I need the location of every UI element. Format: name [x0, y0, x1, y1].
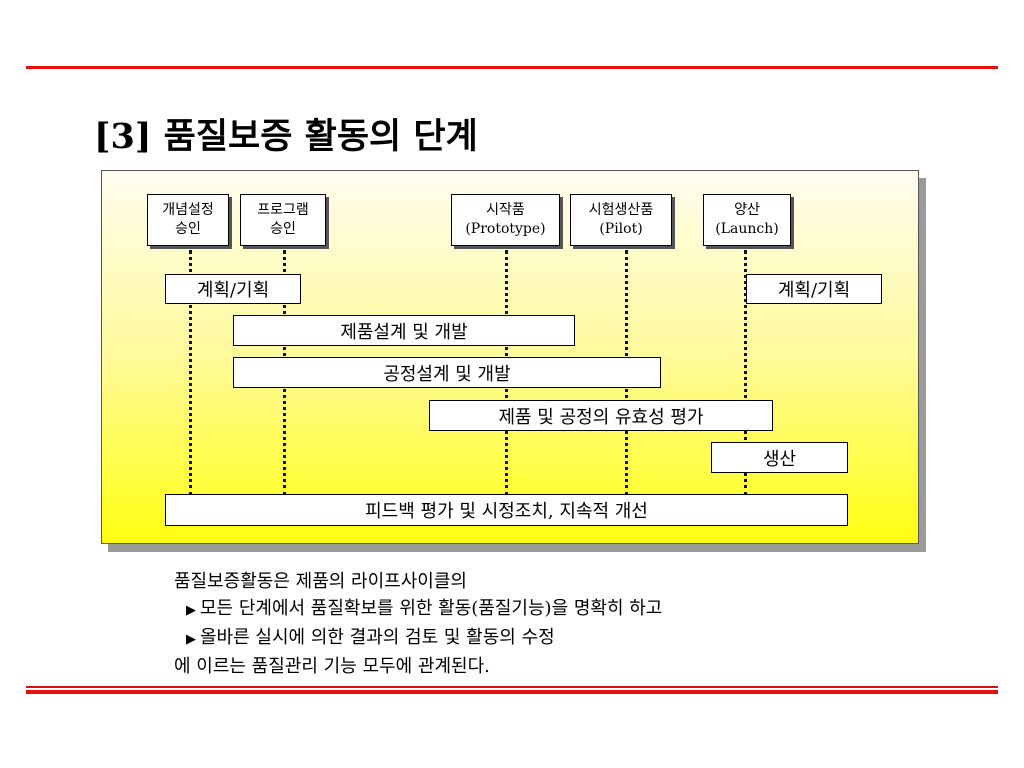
bar-planning-left: 계획/기획	[165, 274, 301, 304]
bar-production: 생산	[711, 442, 848, 473]
milestone-line-launch	[744, 250, 747, 496]
milestone-sublabel: (Prototype)	[465, 221, 546, 237]
milestone-label: 프로그램	[257, 202, 309, 218]
milestone-program-approval: 프로그램 승인	[240, 194, 326, 246]
milestone-sublabel: (Launch)	[715, 221, 779, 237]
milestone-concept-approval: 개념설정 승인	[147, 194, 229, 246]
milestone-launch: 양산 (Launch)	[703, 194, 791, 246]
milestone-sublabel: 승인	[175, 221, 201, 237]
milestone-prototype: 시작품 (Prototype)	[451, 194, 560, 246]
milestone-pilot: 시험생산품 (Pilot)	[570, 194, 672, 246]
description-line: 품질보증활동은 제품의 라이프사이클의	[174, 571, 467, 592]
description-bullet: ▶ 모든 단계에서 품질확보를 위한 활동(품질기능)을 명확히 하고	[174, 595, 662, 624]
bottom-red-rule-thin	[26, 686, 998, 688]
milestone-line-concept	[189, 250, 192, 496]
milestone-label: 양산	[734, 202, 760, 218]
description: 품질보증활동은 제품의 라이프사이클의 ▶ 모든 단계에서 품질확보를 위한 활동…	[174, 568, 662, 680]
top-red-rule	[26, 66, 998, 69]
bar-planning-right: 계획/기획	[746, 274, 882, 304]
bar-product-design: 제품설계 및 개발	[233, 315, 575, 346]
milestone-label: 시험생산품	[588, 202, 654, 218]
milestone-sublabel: (Pilot)	[599, 221, 643, 237]
milestone-label: 개념설정	[162, 202, 214, 218]
bar-feedback: 피드백 평가 및 시정조치, 지속적 개선	[165, 494, 848, 526]
bottom-red-rule-thick	[26, 690, 998, 694]
milestone-sublabel: 승인	[270, 221, 296, 237]
bar-process-design: 공정설계 및 개발	[233, 357, 661, 388]
description-bullet: ▶ 올바른 실시에 의한 결과의 검토 및 활동의 수정	[174, 624, 662, 653]
milestone-label: 시작품	[486, 202, 525, 218]
bar-validation: 제품 및 공정의 유효성 평가	[429, 400, 773, 431]
bullet-text: 올바른 실시에 의한 결과의 검토 및 활동의 수정	[200, 627, 555, 648]
bullet-triangle-icon: ▶	[186, 603, 196, 618]
description-line: 에 이르는 품질관리 기능 모두에 관계된다.	[174, 656, 490, 677]
page-title: [3] 품질보증 활동의 단계	[94, 116, 478, 157]
bullet-text: 모든 단계에서 품질확보를 위한 활동(품질기능)을 명확히 하고	[200, 598, 663, 619]
bullet-triangle-icon: ▶	[186, 632, 196, 647]
